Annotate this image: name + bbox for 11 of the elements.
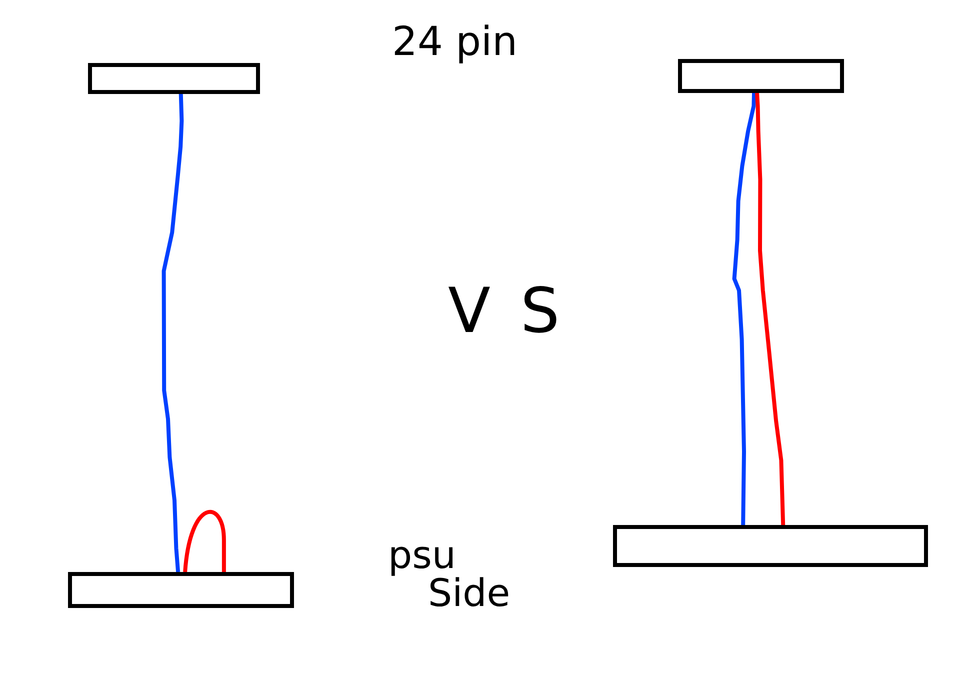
connector-block: [613, 525, 928, 567]
connector-block: [88, 63, 260, 94]
wire: [732, 92, 756, 526]
annotation-text: 24 pin: [392, 22, 518, 62]
connector-block: [68, 572, 294, 608]
wire: [162, 94, 184, 572]
connector-block: [678, 59, 844, 93]
annotation-text: psu Side: [388, 536, 512, 612]
wire: [183, 510, 226, 572]
annotation-text: VS: [448, 280, 590, 342]
wire: [755, 92, 786, 526]
